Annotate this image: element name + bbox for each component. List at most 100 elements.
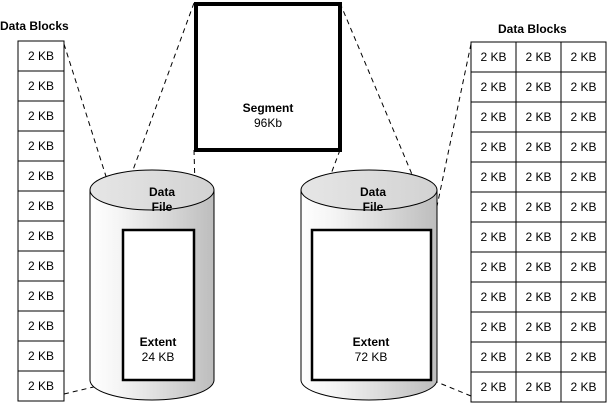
left-block-label: 2 KB [28,139,54,153]
left-block-cell [17,190,65,222]
left-block-label: 2 KB [28,319,54,333]
right-data-blocks-title: Data Blocks [498,22,567,36]
right-block-cell [515,191,562,223]
right-block-label: 2 KB [480,50,506,64]
left-block-cell [17,250,65,282]
left-block-label: 2 KB [28,49,54,63]
left-block-label: 2 KB [28,199,54,213]
right-block-label: 2 KB [480,350,506,364]
left-block-label: 2 KB [28,379,54,393]
right-block-cell [470,71,517,103]
right-block-label: 2 KB [525,350,551,364]
left-block-label: 2 KB [28,289,54,303]
right-block-label: 2 KB [570,230,596,244]
right-block-cell [470,281,517,313]
right-block-label: 2 KB [525,110,551,124]
right-block-cell [515,101,562,133]
right-block-label: 2 KB [570,290,596,304]
left-extent-title: Extent [140,335,177,349]
right-extent-box [310,228,433,382]
left-extent-size: 24 KB [142,350,175,364]
right-data-blocks-grid: 2 KB 2 KB 2 KB 2 KB 2 KB 2 KB 2 KB 2 KB 2 KB 2 KB… [470,41,607,403]
left-block-cell [17,130,65,162]
left-data-file-label-line2: File [152,200,173,214]
right-block-label: 2 KB [525,50,551,64]
right-block-cell [560,191,607,223]
right-extent-size: 72 KB [355,350,388,364]
right-block-label: 2 KB [570,350,596,364]
right-block-cell [560,71,607,103]
left-data-blocks-title: Data Blocks [0,19,69,33]
left-block-label: 2 KB [28,109,54,123]
left-block-cell [17,370,65,402]
right-block-label: 2 KB [570,110,596,124]
right-block-label: 2 KB [480,110,506,124]
left-data-file-label: Data [149,185,175,199]
left-block-cell [17,70,65,102]
right-block-cell [560,281,607,313]
right-block-label: 2 KB [480,140,506,154]
right-block-label: 2 KB [525,170,551,184]
right-block-label: 2 KB [480,230,506,244]
right-block-label: 2 KB [570,380,596,394]
right-block-label: 2 KB [525,200,551,214]
right-block-label: 2 KB [570,200,596,214]
right-block-label: 2 KB [480,290,506,304]
right-block-label: 2 KB [570,320,596,334]
right-block-label: 2 KB [525,260,551,274]
right-block-label: 2 KB [525,290,551,304]
right-block-cell [560,341,607,373]
left-block-label: 2 KB [28,259,54,273]
right-block-cell [470,371,517,403]
right-block-cell [560,251,607,283]
right-data-file-label-line2: File [363,200,384,214]
right-block-label: 2 KB [480,80,506,94]
segment-title: Segment [243,101,294,115]
right-block-label: 2 KB [570,50,596,64]
right-block-label: 2 KB [525,230,551,244]
right-block-cell [560,131,607,163]
right-block-cell [560,221,607,253]
right-block-label: 2 KB [570,170,596,184]
left-data-blocks-column: 2 KB 2 KB 2 KB 2 KB 2 KB 2 KB 2 KB 2 KB 2 KB 2 KB… [17,40,65,402]
right-block-label: 2 KB [480,200,506,214]
left-block-label: 2 KB [28,349,54,363]
right-block-cell [515,41,562,73]
right-data-file-cylinder: Data File Extent 72 KB [300,169,438,401]
right-block-cell [470,191,517,223]
right-extent-title: Extent [353,335,390,349]
right-block-label: 2 KB [525,80,551,94]
left-block-cell [17,40,65,72]
right-block-cell [560,371,607,403]
right-block-label: 2 KB [525,320,551,334]
left-block-cell [17,310,65,342]
right-block-cell [515,371,562,403]
right-data-file-label: Data [360,185,386,199]
right-block-cell [560,101,607,133]
segment-size: 96Kb [254,116,282,130]
segment-box: Segment 96Kb [194,2,342,152]
left-block-cell [17,340,65,372]
right-block-cell [470,101,517,133]
right-block-label: 2 KB [480,170,506,184]
left-block-label: 2 KB [28,79,54,93]
left-block-label: 2 KB [28,169,54,183]
left-data-file-cylinder: Data File Extent 24 KB [89,169,215,401]
right-block-cell [470,131,517,163]
right-block-label: 2 KB [570,260,596,274]
right-block-cell [470,221,517,253]
right-block-label: 2 KB [480,380,506,394]
right-block-label: 2 KB [570,140,596,154]
right-block-label: 2 KB [480,320,506,334]
right-block-label: 2 KB [570,80,596,94]
left-extent-box [121,228,196,382]
right-block-cell [515,131,562,163]
right-block-cell [515,71,562,103]
right-block-label: 2 KB [525,380,551,394]
right-block-label: 2 KB [480,260,506,274]
left-block-label: 2 KB [28,229,54,243]
right-block-label: 2 KB [525,140,551,154]
right-block-cell [560,161,607,193]
right-block-cell [560,311,607,343]
